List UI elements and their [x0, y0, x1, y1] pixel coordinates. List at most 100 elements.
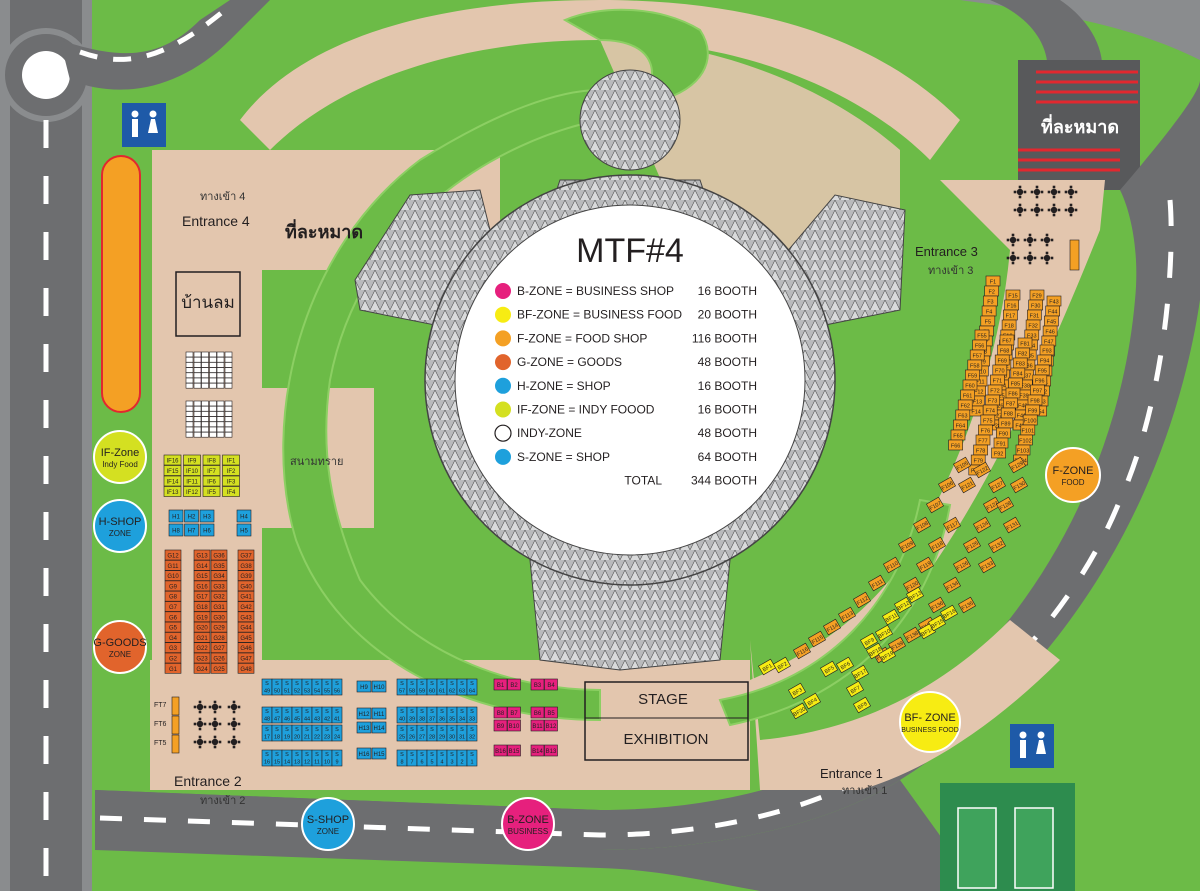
booth-h[interactable]: H7 [184, 523, 199, 537]
booth-g[interactable]: G22 [193, 642, 211, 654]
booth-s[interactable]: S37 [426, 706, 438, 724]
booth-s[interactable]: S18 [271, 724, 283, 742]
booth-f[interactable]: F92 [991, 447, 1006, 459]
booth-indy[interactable] [209, 400, 217, 407]
booth-g[interactable]: G39 [237, 570, 255, 581]
booth-indy[interactable] [216, 377, 225, 384]
booth-indy[interactable] [201, 382, 209, 389]
booth-s[interactable]: S15 [271, 749, 283, 767]
booth-bf[interactable]: BF10 [875, 624, 893, 642]
booth-s[interactable]: S48 [261, 706, 273, 724]
booth-indy[interactable] [185, 416, 194, 422]
booth-g[interactable]: G20 [193, 621, 211, 633]
booth-indy[interactable] [185, 377, 194, 384]
booth-f[interactable]: F64 [953, 419, 968, 431]
booth-f[interactable]: F94 [1037, 354, 1052, 366]
booth-h[interactable]: H16 [356, 747, 372, 760]
indy-table[interactable] [1040, 251, 1054, 265]
booth-f[interactable]: F113 [838, 606, 856, 624]
booth-h[interactable]: H1 [168, 509, 184, 523]
booth-indy[interactable] [216, 382, 225, 389]
booth-s[interactable]: S50 [271, 678, 283, 696]
booth-s[interactable]: S56 [331, 678, 343, 696]
booth-f[interactable]: F1 [985, 275, 1001, 287]
booth-h[interactable]: H4 [236, 509, 252, 523]
booth-indy[interactable] [185, 367, 194, 373]
booth-f[interactable]: F47 [1041, 335, 1057, 347]
booth-f[interactable]: F128 [996, 496, 1014, 514]
booth-g[interactable]: G16 [193, 580, 211, 592]
booth-f[interactable]: F85 [1008, 377, 1023, 389]
booth-indy[interactable] [185, 411, 194, 417]
indy-table[interactable] [208, 700, 222, 714]
booth-s[interactable]: S61 [436, 678, 448, 696]
booth-s[interactable]: S19 [281, 724, 293, 742]
booth-indy[interactable] [224, 372, 233, 379]
booth-f[interactable]: F55 [974, 329, 990, 341]
booth-g[interactable]: G37 [237, 549, 255, 561]
booth-f[interactable]: F3 [983, 295, 998, 307]
booth-g[interactable]: G7 [164, 601, 182, 612]
booth-f[interactable]: F81 [1017, 337, 1033, 349]
booth-g[interactable]: G41 [237, 590, 255, 602]
booth-s[interactable]: S4 [436, 749, 448, 767]
booth-f[interactable]: F123 [983, 496, 1001, 514]
booth-bf[interactable]: BF19 [878, 646, 896, 664]
booth-h[interactable]: H9 [356, 680, 372, 693]
booth-b[interactable]: B16 [493, 744, 508, 757]
booth-f[interactable]: F86 [1005, 387, 1021, 399]
booth-f[interactable]: F121 [958, 476, 976, 494]
booth-indy[interactable] [201, 405, 209, 412]
booth-bf[interactable]: BF7 [846, 680, 864, 698]
booth-s[interactable]: S34 [456, 706, 468, 724]
booth-f[interactable]: F69 [994, 354, 1010, 366]
indy-table[interactable] [193, 735, 207, 749]
booth-s[interactable]: S64 [466, 678, 478, 696]
booth-f[interactable]: F124 [973, 516, 991, 534]
booth-indy[interactable] [209, 431, 217, 438]
booth-h[interactable]: H12 [356, 707, 372, 720]
booth-g[interactable]: G19 [193, 611, 211, 623]
booth-s[interactable]: S25 [396, 724, 408, 742]
booth-g[interactable]: G8 [164, 590, 182, 602]
booth-s[interactable]: S13 [291, 749, 303, 767]
booth-bf[interactable]: BF13 [906, 586, 924, 604]
booth-g[interactable]: G11 [164, 559, 182, 571]
booth-indy[interactable] [193, 362, 202, 368]
indy-table[interactable] [227, 717, 241, 731]
booth-f[interactable]: F65 [950, 429, 966, 441]
booth-s[interactable]: S36 [436, 706, 448, 724]
booth-indy[interactable] [224, 367, 233, 373]
booth-s[interactable]: S44 [301, 706, 313, 724]
booth-indy[interactable] [216, 362, 225, 368]
booth-s[interactable]: S39 [406, 706, 418, 724]
booth-indy[interactable] [216, 421, 225, 428]
booth-indy[interactable] [209, 411, 217, 417]
booth-s[interactable]: S9 [331, 749, 343, 767]
booth-g[interactable]: G6 [164, 611, 182, 623]
booth-indy[interactable] [193, 377, 202, 384]
booth-f[interactable]: F101 [1020, 424, 1036, 436]
indy-table[interactable] [1030, 203, 1044, 217]
booth-f[interactable]: F68 [997, 344, 1012, 356]
booth-f[interactable]: F78 [973, 444, 988, 456]
booth-f[interactable]: F75 [980, 414, 996, 426]
booth-indy[interactable] [201, 421, 209, 428]
booth-indy[interactable] [185, 372, 194, 379]
booth-s[interactable]: S55 [321, 678, 333, 696]
booth-g[interactable]: G47 [237, 652, 255, 664]
booth-s[interactable]: S10 [321, 749, 333, 767]
booth-s[interactable]: S8 [396, 749, 408, 767]
booth-indy[interactable] [185, 351, 194, 358]
booth-b[interactable]: B9 [493, 719, 508, 732]
booth-f[interactable] [1069, 239, 1080, 271]
booth-f[interactable]: F63 [955, 409, 971, 421]
booth-indy[interactable] [224, 356, 233, 363]
indy-table[interactable] [1023, 251, 1037, 265]
booth-indy[interactable] [201, 377, 209, 384]
booth-indy[interactable] [201, 400, 209, 407]
booth-indy[interactable] [216, 416, 225, 422]
booth-indy[interactable] [201, 356, 209, 363]
booth-g[interactable]: G26 [210, 652, 228, 664]
booth-f[interactable]: F133 [978, 556, 996, 574]
